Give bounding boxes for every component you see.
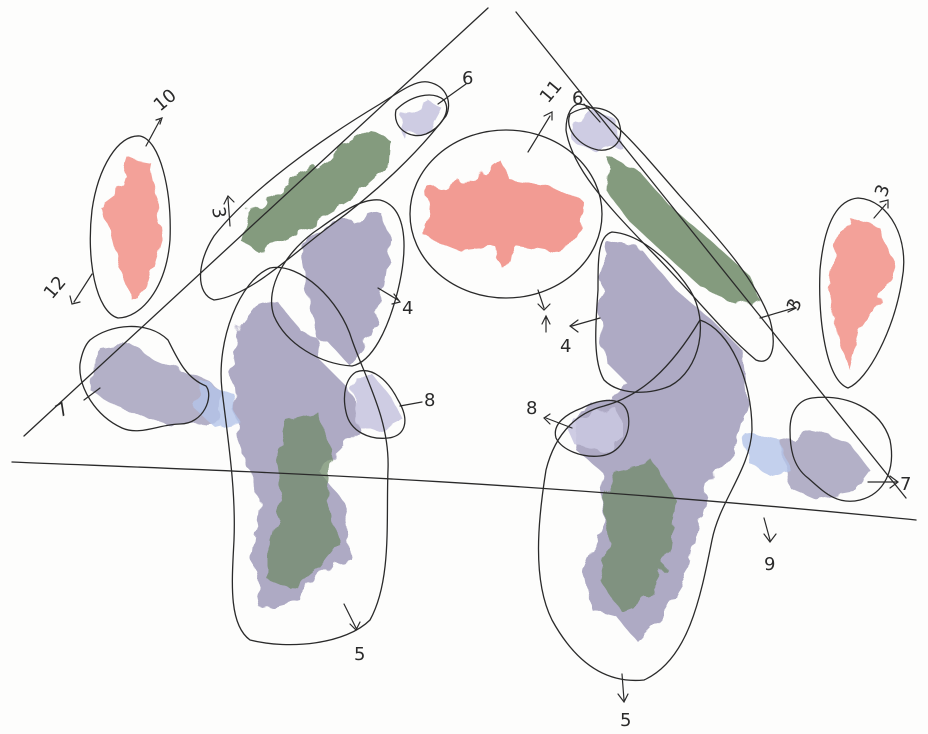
region-7-right-outline xyxy=(789,396,893,502)
region-7-left-blue xyxy=(196,380,238,426)
label-9: 9 xyxy=(764,554,775,575)
region-5-right-green xyxy=(600,462,676,610)
region-7-right-blue xyxy=(744,432,790,476)
arrow-3-right-mid xyxy=(759,301,798,319)
arrow-6-left xyxy=(437,83,467,105)
triangle-right-edge xyxy=(515,11,907,499)
region-3-right-outline xyxy=(565,103,774,362)
leader-arrows xyxy=(69,83,899,704)
region-6-left-fill xyxy=(400,100,442,138)
arrow-10 xyxy=(145,117,163,147)
colored-regions xyxy=(92,100,895,640)
arrow-12 xyxy=(69,273,93,305)
arrow-5-left xyxy=(343,603,361,632)
label-12: 12 xyxy=(40,272,71,303)
label-5-right: 5 xyxy=(620,710,631,731)
region-8-right-fill xyxy=(566,410,626,452)
label-7-left: 7 xyxy=(52,398,72,422)
region-7-right-fill xyxy=(780,430,870,500)
arrow-5-right xyxy=(617,673,629,704)
region-6-right-outline xyxy=(568,107,622,151)
label-6-left: 6 xyxy=(462,68,473,89)
region-5-right-outline xyxy=(537,319,753,682)
arrow-3-right-top xyxy=(873,199,889,219)
arrow-8-left xyxy=(399,401,423,407)
region-7-left-fill xyxy=(92,344,222,424)
region-10-fill xyxy=(98,158,162,300)
baseline xyxy=(11,461,917,521)
region-right-red-outline xyxy=(819,197,905,389)
region-6-right-fill xyxy=(572,112,620,152)
region-8-left-outline xyxy=(343,370,406,439)
outlines xyxy=(11,7,917,682)
arrow-3-left xyxy=(223,194,235,227)
region-3-left-outline xyxy=(199,81,450,301)
label-4-right: 4 xyxy=(560,336,571,357)
label-8-left: 8 xyxy=(424,390,435,411)
label-11: 11 xyxy=(536,76,567,107)
region-7-left-outline xyxy=(79,325,210,432)
label-3-right-mid: 3 xyxy=(783,296,807,314)
label-6-right: 6 xyxy=(572,88,583,109)
label-8-right: 8 xyxy=(526,398,537,419)
label-5-left: 5 xyxy=(354,644,365,665)
region-right-red-fill xyxy=(828,218,895,370)
arrow-8-right xyxy=(543,413,573,429)
label-7-right: 7 xyxy=(900,474,911,495)
region-10-outline xyxy=(89,135,171,319)
label-4-left: 4 xyxy=(402,298,413,319)
region-5-left-outline xyxy=(220,266,389,646)
label-10: 10 xyxy=(150,85,181,116)
arrow-7-left xyxy=(83,387,101,401)
region-11-fill xyxy=(424,160,582,268)
region-8-right-outline xyxy=(554,399,630,457)
label-3-right-top: 3 xyxy=(871,182,895,200)
region-11-outline xyxy=(409,129,603,299)
arrow-11-down xyxy=(537,289,551,311)
region-4-right-outline xyxy=(595,231,702,393)
arrow-4-left xyxy=(377,287,402,305)
region-8-left-fill xyxy=(352,374,404,432)
label-3-left: 3 xyxy=(207,205,230,220)
arrow-7-right xyxy=(867,475,899,489)
region-5-left-green xyxy=(268,412,340,590)
arrow-11 xyxy=(527,111,553,153)
arrow-11-up xyxy=(541,314,551,333)
region-4-left-outline xyxy=(270,199,405,367)
triangle-left-edge xyxy=(23,7,489,437)
arrow-4-right xyxy=(569,317,601,333)
region-6-left-outline xyxy=(394,94,448,137)
region-3-left-fill xyxy=(240,130,390,252)
arrow-9 xyxy=(763,517,777,543)
arrow-6-right xyxy=(583,103,601,123)
